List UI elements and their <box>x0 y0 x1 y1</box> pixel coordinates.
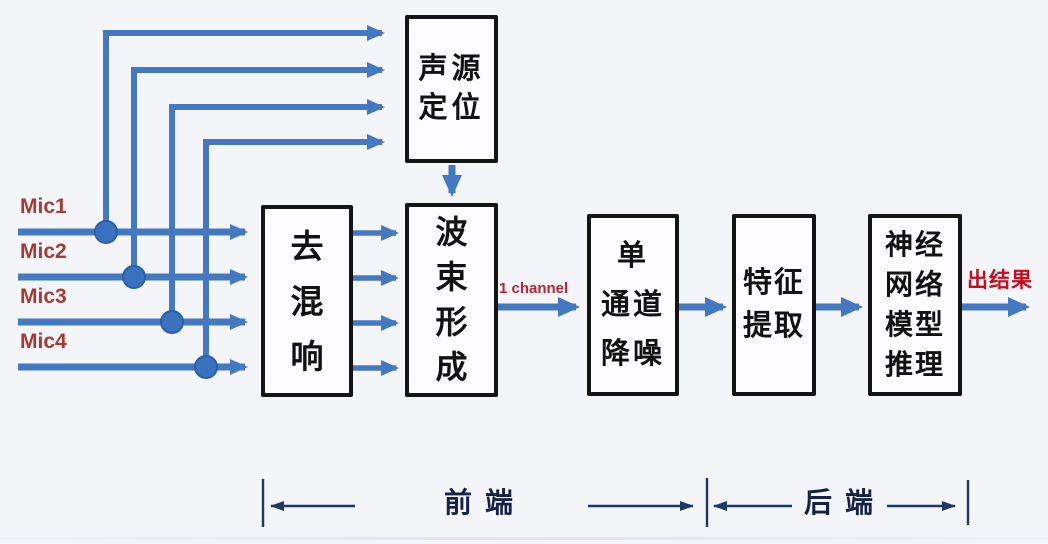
mic2-junction-dot <box>122 265 146 289</box>
node-label-line: 通道 <box>600 288 665 321</box>
front-end-stage-label: 前端 <box>444 487 527 518</box>
node-label-line: 去 <box>290 227 324 265</box>
node-label-line: 形 <box>435 304 468 340</box>
node-label: 声源 定位 <box>418 50 484 128</box>
node-beamforming: 波 束 形 成 <box>405 203 498 397</box>
node-label-line: 波 <box>435 214 468 250</box>
node-label-line: 模型 <box>884 309 945 340</box>
node-label: 神经 网络 模型 推理 <box>885 225 945 385</box>
mic4-branch-line <box>203 134 385 367</box>
node-label-line: 提取 <box>742 310 805 342</box>
node-label: 去 混 响 <box>291 219 324 384</box>
mic4-junction-dot <box>194 355 218 379</box>
node-label-line: 成 <box>435 349 468 385</box>
back-end-stage-label: 后端 <box>804 487 887 518</box>
node-label-line: 推理 <box>884 349 945 380</box>
node-label: 波 束 形 成 <box>435 210 467 390</box>
node-dereverberation: 去 混 响 <box>261 205 353 397</box>
node-label-line: 束 <box>435 259 468 295</box>
mic1-junction-dot <box>94 220 118 244</box>
node-feature-extraction: 特征 提取 <box>732 214 816 396</box>
node-label-line: 降噪 <box>600 337 665 370</box>
mic1-branch-line <box>103 25 385 232</box>
node-label-line: 声源 <box>418 53 485 85</box>
node-label-line: 特征 <box>742 267 805 299</box>
one-channel-annotation: 1 channel <box>499 280 569 297</box>
mic2-branch-line <box>131 62 385 277</box>
output-result-label: 出结果 <box>967 269 1033 292</box>
node-label-line: 响 <box>290 337 324 375</box>
node-label-line: 单 <box>616 239 649 272</box>
mic1-label: Mic1 <box>20 195 67 218</box>
node-label-line: 混 <box>290 282 324 320</box>
node-label-line: 神经 <box>884 229 945 260</box>
mic4-label: Mic4 <box>20 330 67 353</box>
node-label-line: 网络 <box>884 269 945 300</box>
mic3-junction-dot <box>160 310 184 334</box>
node-label: 单 通道 降噪 <box>601 232 665 379</box>
mic3-label: Mic3 <box>20 285 67 308</box>
bottom-edge-strip <box>0 537 1048 540</box>
node-label-line: 定位 <box>418 92 485 124</box>
mic2-label: Mic2 <box>20 240 67 263</box>
node-sound-source-localization: 声源 定位 <box>405 15 498 163</box>
node-neural-network-inference: 神经 网络 模型 推理 <box>868 214 962 396</box>
node-label: 特征 提取 <box>743 262 805 348</box>
node-single-channel-denoise: 单 通道 降噪 <box>587 214 679 396</box>
mic3-branch-line <box>169 99 385 322</box>
